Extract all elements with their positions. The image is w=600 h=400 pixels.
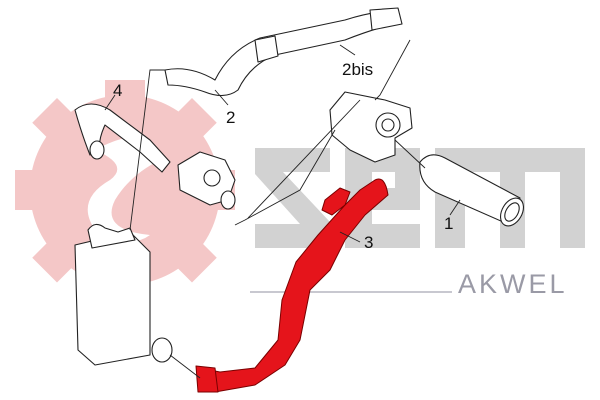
leader-lines: [104, 39, 461, 379]
label-part-2bis: 2bis: [342, 60, 373, 79]
label-part-3: 3: [364, 233, 373, 252]
part-2-pipe: [164, 7, 403, 97]
part-1-hose: [419, 154, 525, 227]
label-part-2: 2: [226, 108, 235, 127]
intercooler: [74, 223, 173, 366]
label-part-1: 1: [444, 214, 453, 233]
part-4-pipe: [74, 103, 236, 210]
label-part-4: 4: [113, 81, 122, 100]
akwel-logo: AKWEL: [458, 269, 568, 299]
